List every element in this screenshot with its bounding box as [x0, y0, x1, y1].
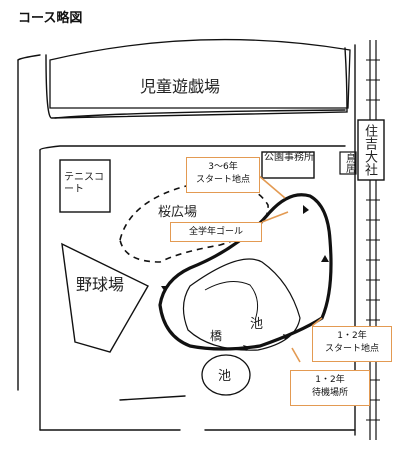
pond-main-label: 池: [250, 317, 264, 332]
callout-start-1-2: 1・2年 スタート地点: [312, 326, 392, 362]
course-path: [158, 193, 333, 351]
callout-start-3-6: 3～6年 スタート地点: [186, 157, 260, 193]
playground-area: [49, 38, 351, 109]
shrine-label: 住吉大社: [361, 124, 377, 176]
callout-wait-1-2-line1: 1・2年: [315, 375, 345, 385]
playground-label: 児童遊戯場: [140, 77, 221, 96]
map-title: コース略図: [18, 11, 83, 26]
callout-start-1-2-line2: スタート地点: [324, 344, 379, 355]
callout-pointers: [257, 174, 323, 363]
torii-label: 鳥居: [343, 153, 355, 173]
callout-wait-1-2-line2: 待機場所: [311, 388, 348, 399]
shrine-box: [357, 119, 385, 181]
course-arrows: [161, 205, 329, 351]
callout-goal-all-text: 全学年ゴール: [188, 227, 243, 237]
small-pond: [201, 354, 251, 396]
bridge-label: 橋: [210, 329, 223, 343]
pond-inner: [204, 280, 259, 321]
torii-box: [339, 151, 357, 175]
roads: [17, 44, 356, 436]
callout-wait-1-2: 1・2年 待機場所: [290, 370, 370, 406]
baseball-label: 野球場: [76, 275, 125, 294]
callout-start-3-6-line2: スタート地点: [195, 175, 250, 186]
tennis-court-area: [59, 159, 111, 213]
tennis-court-label: テニスコート: [64, 172, 104, 195]
callout-start-1-2-line1: 1・2年: [337, 331, 367, 341]
sakura-label: 桜広場: [158, 205, 198, 220]
office-box: [261, 151, 315, 179]
pond-small-label: 池: [218, 369, 232, 384]
callout-goal-all: 全学年ゴール: [170, 222, 262, 242]
baseball-area: [61, 242, 149, 353]
callout-start-3-6-line1: 3～6年: [208, 162, 238, 172]
office-label: 公園事務所: [264, 152, 314, 163]
